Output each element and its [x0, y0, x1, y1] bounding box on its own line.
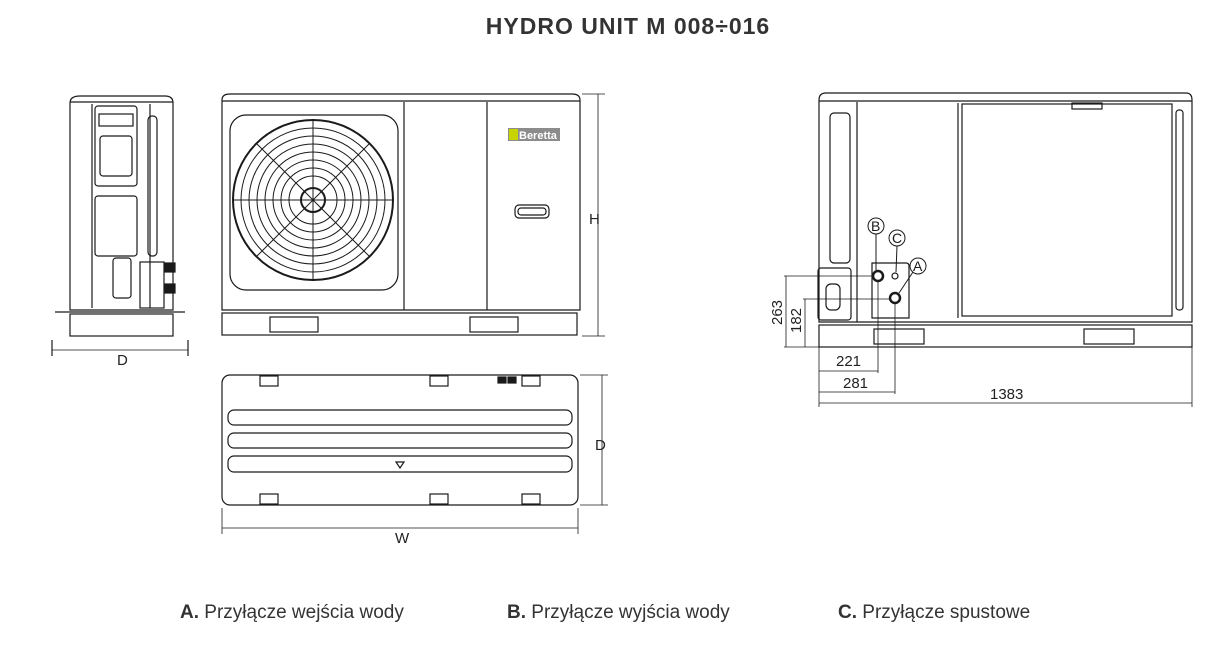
top-depth-label: D: [595, 437, 606, 454]
callout-a: A: [913, 258, 923, 274]
legend-item-c: C. Przyłącze spustowe: [838, 602, 1030, 624]
fan-grille: [232, 119, 394, 281]
legend-text: Przyłącze wyjścia wody: [531, 602, 730, 623]
rear-dimensions: 263 182 221 281 1383: [769, 275, 1193, 407]
callout-c: C: [892, 230, 902, 246]
legend-item-a: A. Przyłącze wejścia wody: [180, 602, 404, 624]
side-view: D: [51, 95, 189, 369]
rear-view: B C A 263 182 221 281 1383: [769, 92, 1193, 407]
legend-item-b: B. Przyłącze wyjścia wody: [507, 602, 730, 624]
dim-263: 263: [769, 300, 786, 325]
brand-logo-text: Beretta: [519, 130, 558, 142]
page-title: HYDRO UNIT M 008÷016: [485, 13, 771, 39]
beretta-logo: Beretta: [508, 128, 560, 142]
callout-b: B: [871, 218, 880, 234]
front-view: Beretta H: [221, 93, 605, 337]
dim-221: 221: [836, 353, 861, 370]
dim-182: 182: [788, 308, 805, 333]
dim-1383: 1383: [990, 386, 1023, 403]
top-view: W D: [221, 374, 608, 547]
legend-key: C.: [838, 602, 857, 623]
side-depth-label: D: [117, 352, 128, 369]
front-height-label: H: [589, 211, 600, 228]
legend-key: A.: [180, 602, 199, 623]
legend-key: B.: [507, 602, 526, 623]
dim-281: 281: [843, 375, 868, 392]
legend-text: Przyłącze spustowe: [862, 602, 1031, 623]
connection-callouts: B C A: [867, 217, 927, 294]
legend-text: Przyłącze wejścia wody: [204, 602, 404, 623]
top-width-label: W: [395, 530, 410, 547]
